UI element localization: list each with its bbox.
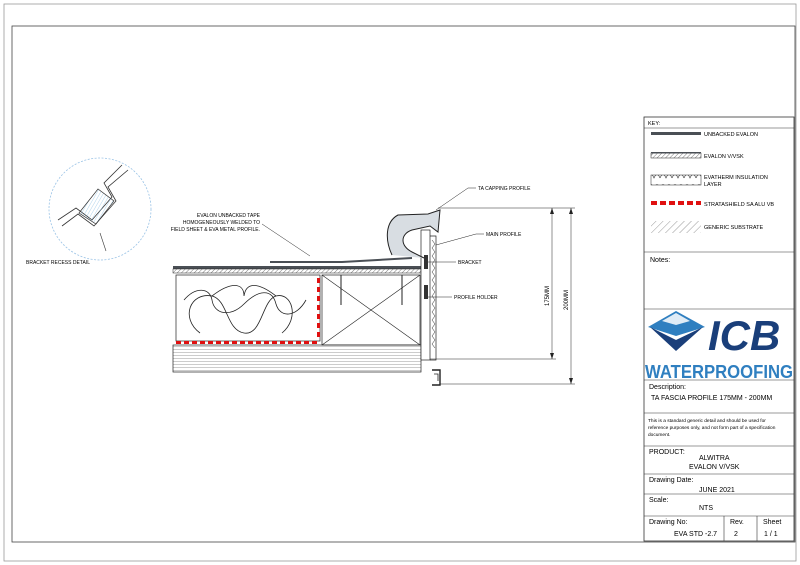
company-logo: ICB WATERPROOFING [645, 311, 793, 382]
stratashield-vb [176, 278, 320, 344]
profile-holder-label: PROFILE HOLDER [454, 295, 498, 301]
evalon-vvsk-layer [172, 268, 422, 274]
key-label: EVATHERM INSULATION [704, 175, 768, 181]
rev-value: 2 [734, 531, 738, 538]
disclaimer-line: document. [648, 432, 670, 438]
tape-label-line: FIELD SHEET & EVA METAL PROFILE. [171, 227, 260, 233]
product-label: PRODUCT: [649, 449, 685, 456]
scale-value: NTS [699, 505, 713, 512]
tape-label-line: HOMOGENEOUSLY WELDED TO [183, 220, 260, 226]
evalon-membrane [173, 266, 421, 269]
key-label-line2: LAYER [704, 182, 722, 188]
notes-label: Notes: [650, 257, 670, 264]
key-label: EVALON V/VSK [704, 154, 744, 160]
main-profile [431, 239, 436, 349]
title-block: KEY: UNBACKED EVALON EVALON V/VSK EVATHE… [643, 116, 795, 542]
key-item-evatherm: EVATHERM INSULATION LAYER [650, 174, 768, 188]
unbacked-evalon-swatch [651, 132, 701, 135]
key-label: STRATASHIELD SA ALU VB [704, 202, 774, 208]
logo-subtitle: WATERPROOFING [645, 362, 793, 382]
rev-label: Rev. [730, 519, 744, 526]
fascia-section: 175MM 200MM TA CAPPING PROFILE MAIN PROF… [171, 186, 575, 386]
unbacked-tape [270, 257, 413, 263]
drawing-date-label: Drawing Date: [649, 477, 693, 484]
key-item-unbacked-evalon: UNBACKED EVALON [651, 132, 758, 138]
inner-border [11, 25, 796, 543]
dim-label-175: 175MM [545, 286, 551, 306]
drawing-no-label: Drawing No: [649, 519, 688, 526]
main-profile-label: MAIN PROFILE [486, 232, 522, 238]
key-label: UNBACKED EVALON [704, 132, 758, 138]
bracket-recess-detail: BRACKET RECESS DETAIL [26, 157, 152, 266]
ta-capping-profile [386, 209, 441, 259]
substrate-swatch [651, 221, 701, 233]
outer-border [3, 3, 797, 562]
insulation-board [175, 274, 321, 342]
sheet-label: Sheet [763, 519, 781, 526]
ta-capping-label: TA CAPPING PROFILE [478, 186, 531, 192]
tape-label-line: EVALON UNBACKED TAPE [197, 213, 261, 219]
evatherm-swatch [650, 174, 702, 186]
key-title: KEY: [648, 121, 661, 127]
disclaimer-line: This is a standard generic detail and sh… [648, 418, 766, 424]
key-item-stratashield: STRATASHIELD SA ALU VB [651, 201, 774, 208]
logo-text: ICB [708, 312, 780, 359]
bracket [424, 255, 428, 269]
drawing-no-value: EVA STD -2.7 [674, 531, 717, 538]
product-line2: EVALON V/VSK [689, 464, 740, 471]
key-label: GENERIC SUBSTRATE [704, 225, 764, 231]
description-value: TA FASCIA PROFILE 175MM - 200MM [651, 395, 772, 402]
sheet-value: 1 / 1 [764, 531, 778, 538]
description-label: Description: [649, 384, 686, 391]
disclaimer-line: reference purposes only, and not form pa… [648, 425, 776, 431]
product-line1: ALWITRA [699, 455, 730, 462]
insulation-wave-icon [188, 285, 293, 334]
drawing-date-value: JUNE 2021 [699, 487, 735, 494]
roof-deck [172, 344, 422, 373]
scale-label: Scale: [649, 497, 669, 504]
bracket-label: BRACKET [458, 260, 482, 266]
recess-detail-label: BRACKET RECESS DETAIL [26, 260, 90, 266]
key-item-evalon-vvsk: EVALON V/VSK [650, 152, 744, 160]
evalon-vvsk-swatch [650, 152, 702, 159]
key-item-generic-substrate: GENERIC SUBSTRATE [651, 221, 764, 233]
detail-circle [48, 157, 152, 261]
dim-label-200: 200MM [564, 290, 570, 310]
